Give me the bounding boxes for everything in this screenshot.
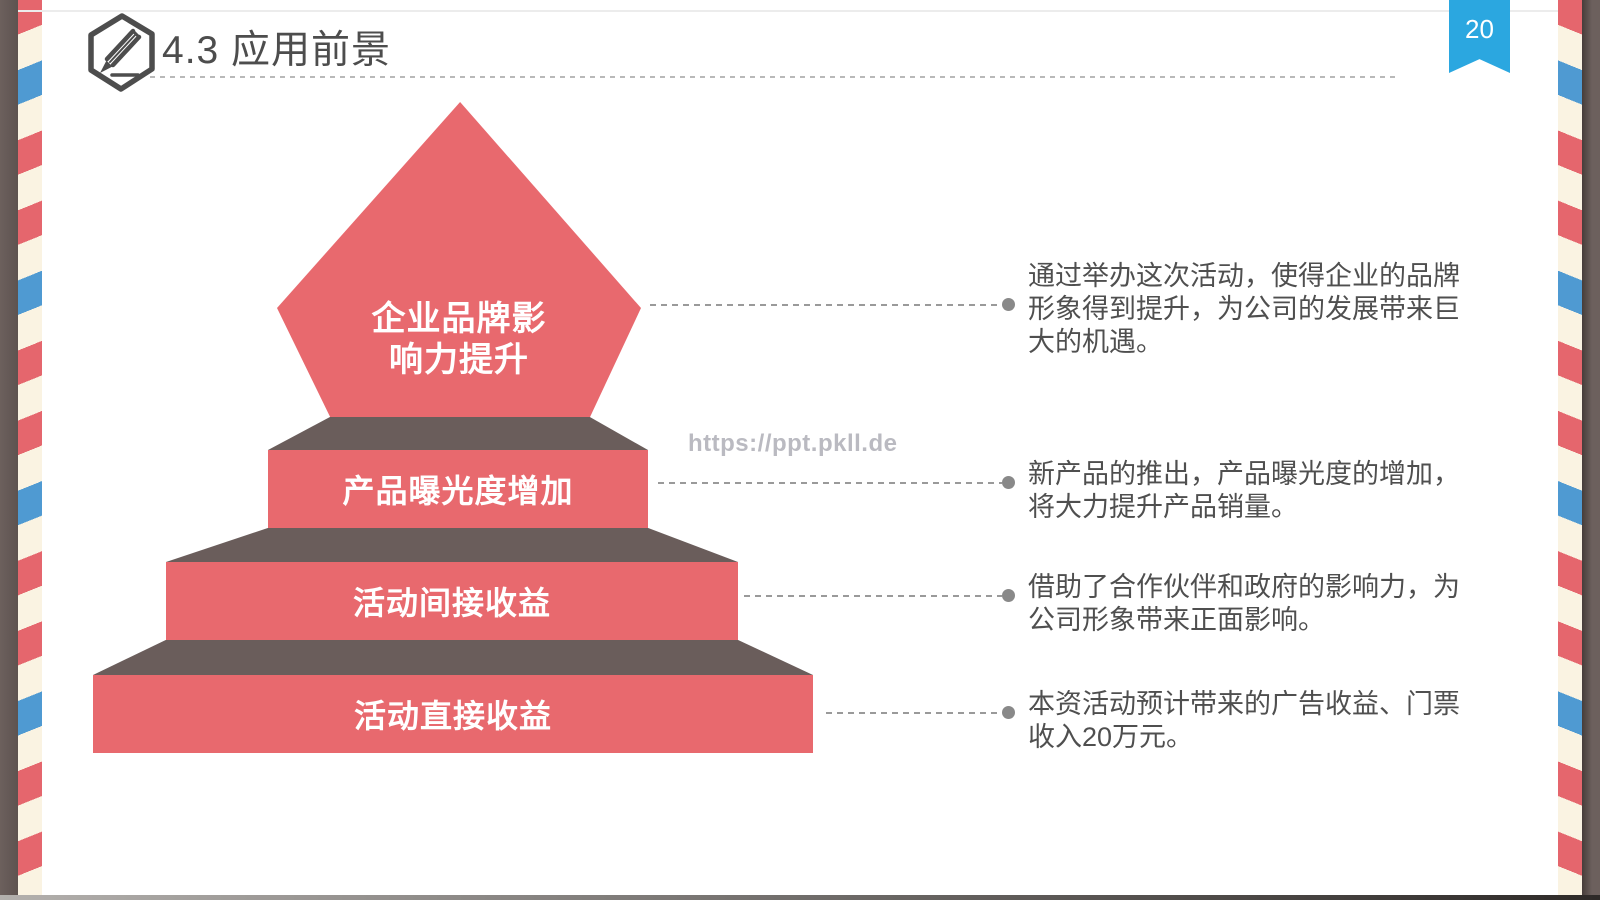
step-top-face [268, 417, 648, 450]
pyramid-step-direct: 活动直接收益 [93, 675, 813, 753]
leader-dot [1002, 589, 1015, 602]
arrow-label-line: 企业品牌影 [371, 300, 547, 338]
leader-line [658, 482, 1002, 484]
note-line: 新产品的推出，产品曝光度的增加， [1028, 459, 1460, 489]
step-label: 活动直接收益 [353, 698, 552, 734]
step-label: 活动间接收益 [352, 585, 551, 621]
pencil-hexagon-icon [88, 13, 155, 92]
pyramid-step-exposure: 产品曝光度增加 [268, 450, 648, 528]
note-line: 公司形象带来正面影响。 [1028, 605, 1325, 635]
top-edge-line [18, 10, 1558, 12]
note-block-indirect: 借助了合作伙伴和政府的影响力，为 公司形象带来正面影响。 [1028, 571, 1468, 637]
pyramid-arrow-level: 企业品牌影 响力提升 [277, 102, 641, 417]
note-line: 形象得到提升，为公司的发展带来巨 [1028, 294, 1460, 324]
right-border-shadow [1582, 0, 1600, 900]
page-number: 20 [1465, 14, 1494, 44]
leader-line [650, 304, 1002, 306]
pyramid-step-indirect: 活动间接收益 [166, 562, 738, 640]
left-border-shadow [0, 0, 18, 900]
title-underline [150, 76, 1395, 78]
watermark: https://ppt.pkll.de [688, 430, 898, 457]
note-line: 收入20万元。 [1028, 722, 1194, 752]
note-line: 本资活动预计带来的广告收益、门票 [1028, 689, 1460, 719]
leader-line [744, 595, 1002, 597]
page-number-ribbon: 20 [1449, 0, 1510, 73]
note-block-exposure: 新产品的推出，产品曝光度的增加， 将大力提升产品销量。 [1028, 458, 1468, 524]
leader-line [826, 712, 1002, 714]
note-block-direct: 本资活动预计带来的广告收益、门票 收入20万元。 [1028, 688, 1468, 754]
step-top-face [166, 528, 738, 562]
bottom-edge-line [0, 895, 1600, 900]
leader-dot [1002, 706, 1015, 719]
note-line: 通过举办这次活动，使得企业的品牌 [1028, 261, 1460, 291]
arrow-label-line: 响力提升 [389, 341, 529, 379]
note-line: 借助了合作伙伴和政府的影响力，为 [1028, 572, 1460, 602]
page-title: 4.3 应用前景 [162, 29, 392, 72]
right-border-stripes [1558, 0, 1582, 900]
note-line: 将大力提升产品销量。 [1028, 492, 1298, 522]
leader-dot [1002, 298, 1015, 311]
step-label: 产品曝光度增加 [342, 473, 574, 509]
step-top-face [93, 640, 813, 675]
leader-dot [1002, 476, 1015, 489]
arrow-label: 企业品牌影 响力提升 [372, 299, 547, 381]
left-border-stripes [18, 0, 42, 900]
note-block-brand: 通过举办这次活动，使得企业的品牌 形象得到提升，为公司的发展带来巨 大的机遇。 [1028, 260, 1468, 359]
note-line: 大的机遇。 [1028, 327, 1163, 357]
